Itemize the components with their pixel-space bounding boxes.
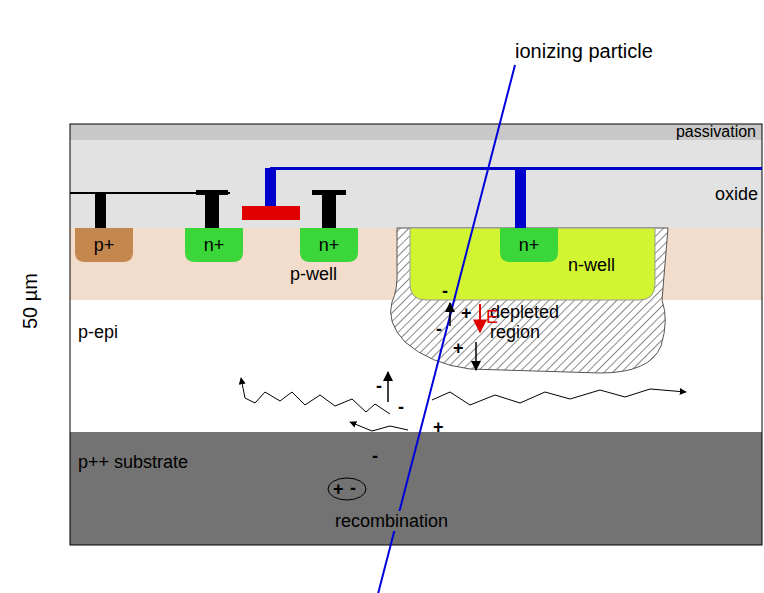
layer-label: n+ xyxy=(500,235,558,255)
implant-box: n+ xyxy=(185,228,243,262)
layer-label: p++ substrate xyxy=(78,452,188,472)
layer-label: oxide xyxy=(715,184,758,204)
transistor-gate xyxy=(242,206,300,220)
layer-label: n+ xyxy=(185,235,243,255)
charge-sign: - xyxy=(376,376,382,396)
signal-wire xyxy=(265,167,762,228)
layer-label: p-well xyxy=(290,264,337,284)
recombination-ring xyxy=(328,478,366,500)
charge-sign: - xyxy=(372,446,378,466)
layer-label: p+ xyxy=(75,235,133,255)
implant-box: n+ xyxy=(300,228,358,262)
layer-label: n+ xyxy=(300,235,358,255)
implant-box: p+ xyxy=(75,228,133,262)
charge-sign: - xyxy=(398,397,404,417)
n-well-implant xyxy=(410,228,655,300)
n-plus-implant xyxy=(500,228,558,262)
layer-label: passivation xyxy=(676,123,756,141)
diffusion-path xyxy=(241,378,686,431)
layer-label: p-epi xyxy=(78,322,118,342)
implant-box: n+ xyxy=(500,228,558,262)
charge-sign: + xyxy=(453,338,464,358)
charge-sign: + xyxy=(333,479,344,499)
charge-sign: - xyxy=(350,478,356,498)
epi-layer: p-epi xyxy=(70,300,762,432)
depletion-zone xyxy=(391,228,668,373)
layer-label: n-well xyxy=(568,255,615,275)
dimension-label: 50 µm xyxy=(19,271,41,331)
field-label: E xyxy=(486,307,498,327)
n-plus-implant xyxy=(185,228,243,262)
drift-arrows xyxy=(388,303,476,402)
p-plus-implant xyxy=(75,228,133,262)
process-label: recombination xyxy=(333,511,450,531)
oxide-layer xyxy=(70,140,762,228)
passivation-layer xyxy=(70,124,762,140)
charge-sign: + xyxy=(433,417,444,437)
charge-sign: - xyxy=(436,319,442,339)
field-arrow xyxy=(479,304,481,332)
n-plus-implant xyxy=(300,228,358,262)
layer-label: depleted region xyxy=(490,302,572,342)
charge-sign: - xyxy=(442,281,448,301)
particle-label: ionizing particle xyxy=(515,40,653,62)
metal-contacts xyxy=(70,190,346,228)
passivation-layer: passivation xyxy=(70,124,762,140)
oxide-layer: oxide xyxy=(70,140,762,228)
p-well-band: p-well p+ n+ n+ xyxy=(70,228,762,300)
device-outline xyxy=(70,124,762,545)
charge-sign: + xyxy=(461,303,472,323)
